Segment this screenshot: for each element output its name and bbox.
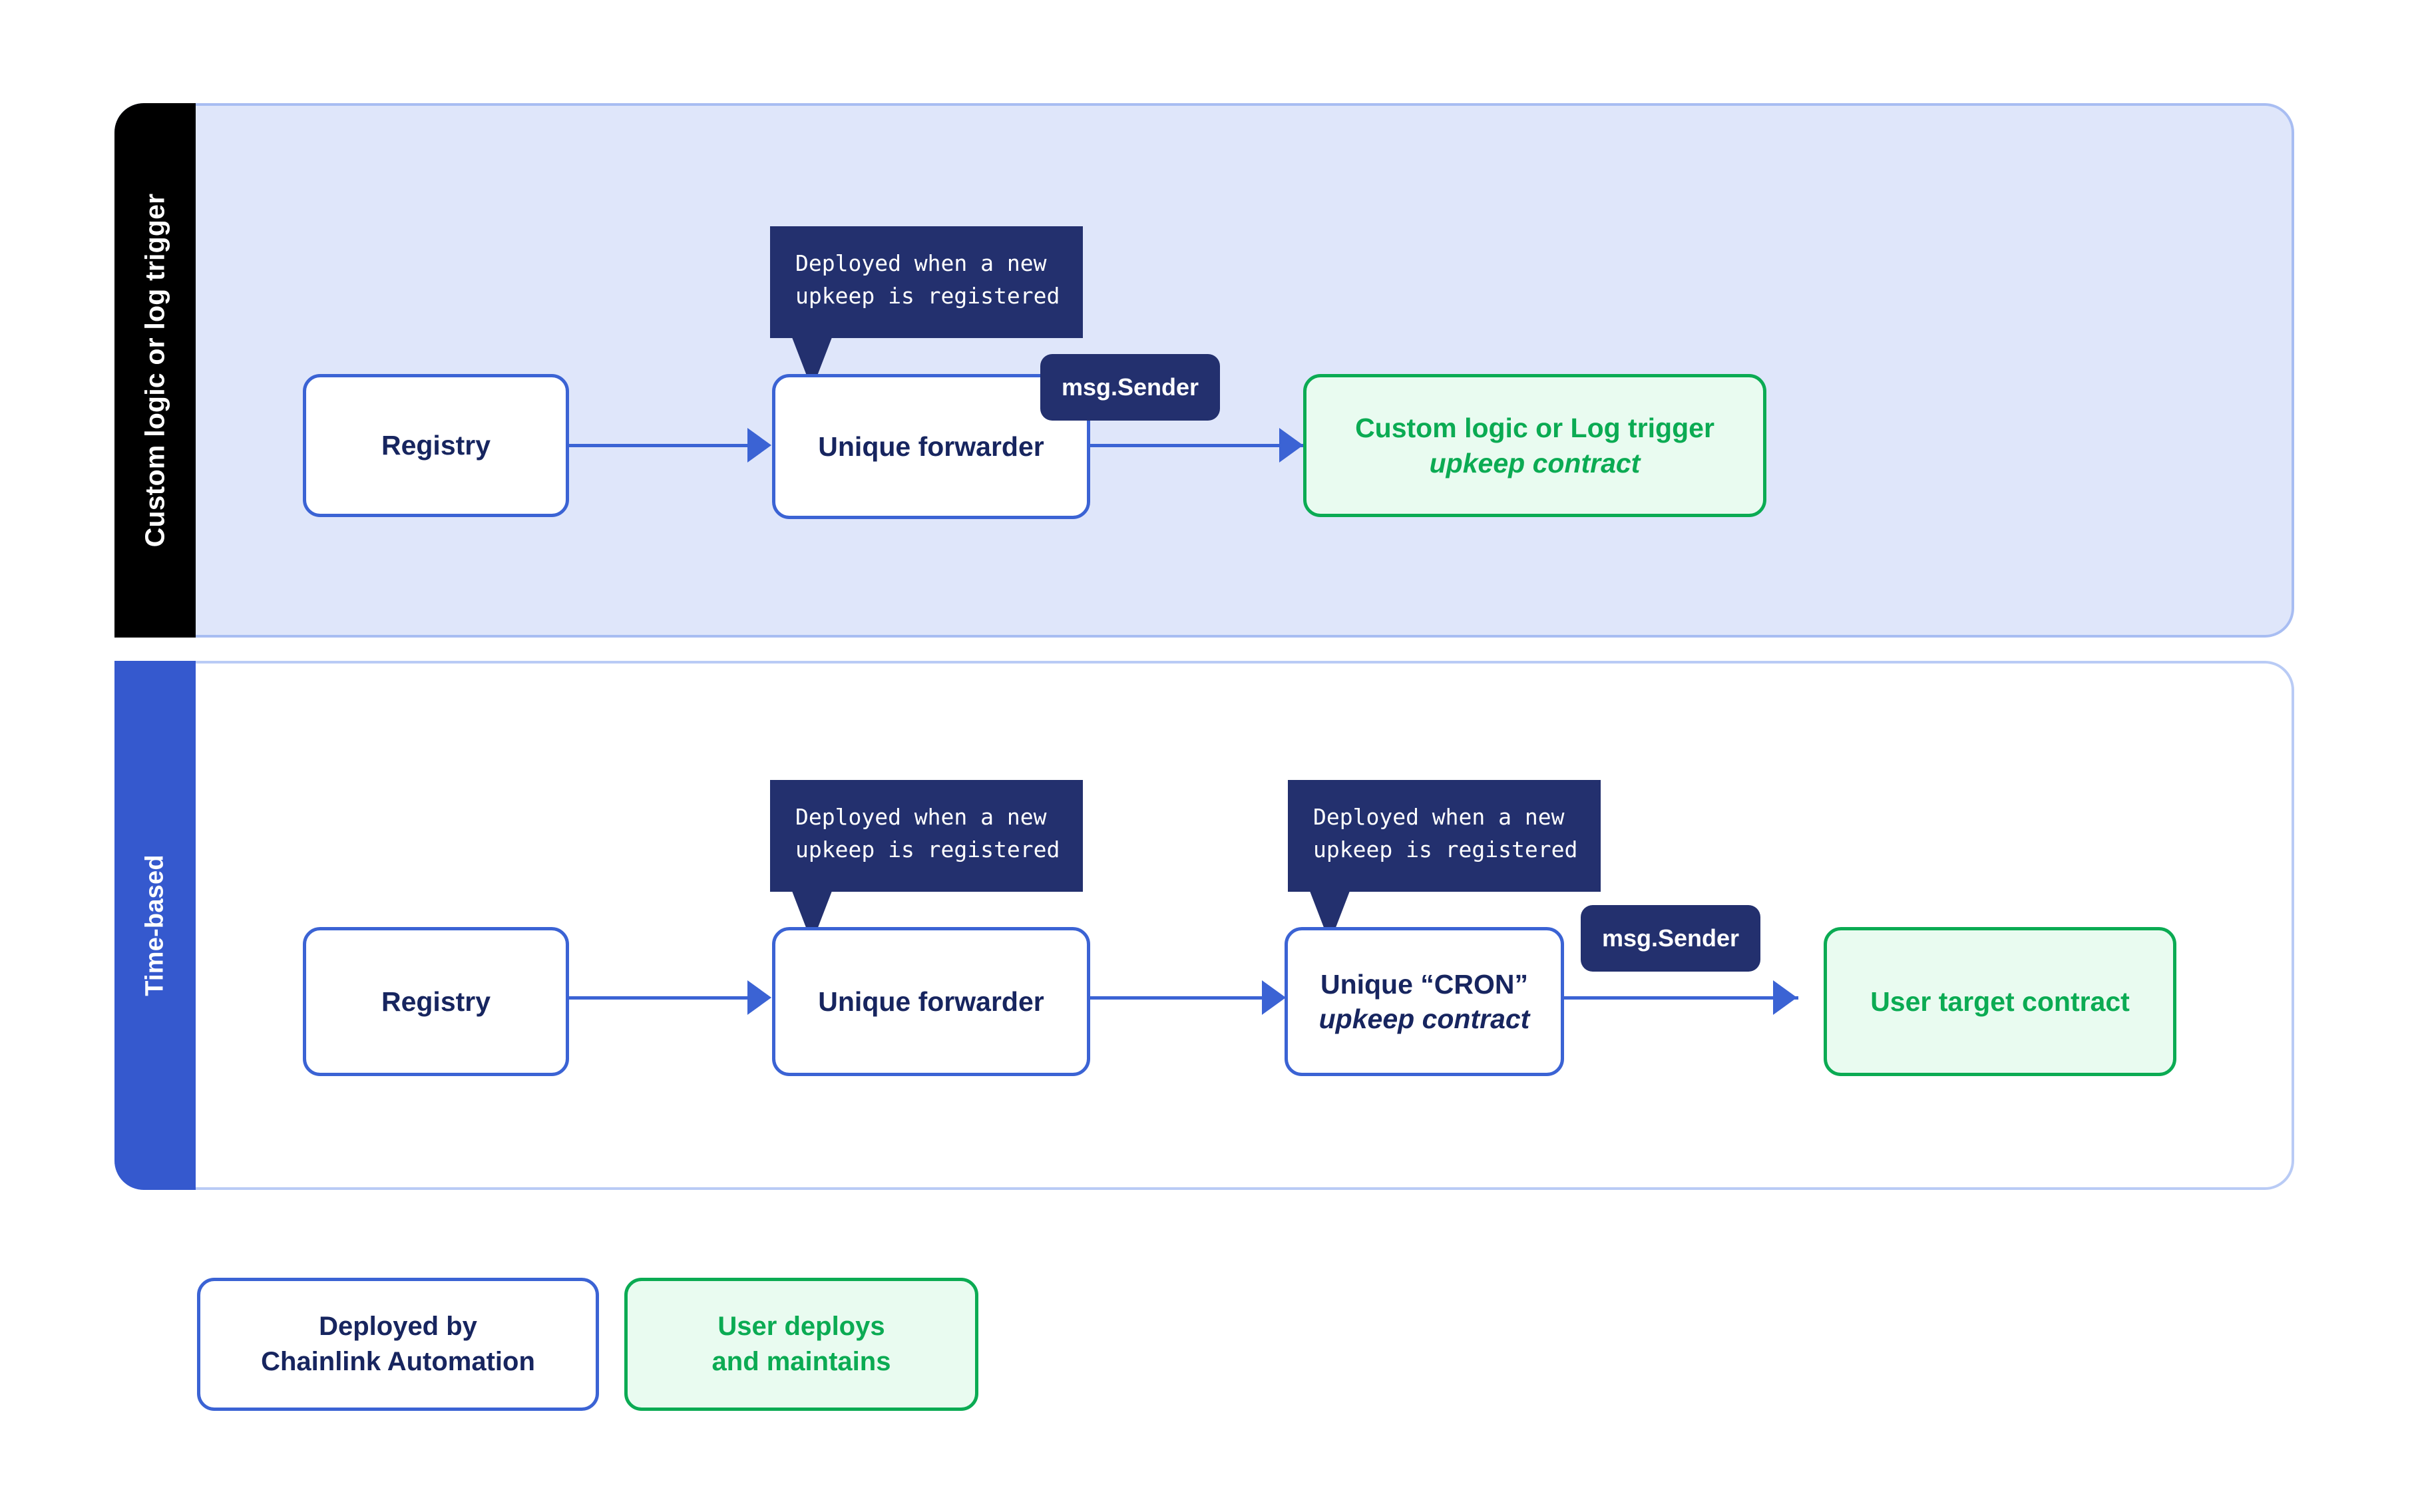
arrow-registry-to-forwarder-row1 <box>569 444 749 447</box>
arrow-head-registry-to-forwarder-row2 <box>747 980 771 1015</box>
legend-user-deploys-line1: User deploys <box>717 1312 885 1342</box>
arrow-forwarder-to-upkeep-row1 <box>1090 444 1305 447</box>
pill-msg-sender-row2-label: msg.Sender <box>1601 924 1740 952</box>
callout-deployed-row1-forwarder: Deployed when a new upkeep is registered <box>770 226 1083 338</box>
arrow-registry-to-forwarder-row2 <box>569 996 749 1000</box>
legend-item-user-deploys-and-maintains: User deploys and maintains <box>624 1278 978 1411</box>
lane-bar-custom-logic: Custom logic or log trigger <box>114 103 196 638</box>
node-cron-upkeep-contract-row2[interactable]: Unique “CRON” upkeep contract <box>1285 927 1564 1076</box>
node-unique-forwarder-row1[interactable]: Unique forwarder <box>772 374 1090 519</box>
callout-deployed-row2-forwarder-line1: Deployed when a new <box>795 804 1047 830</box>
node-unique-forwarder-row1-label: Unique forwarder <box>818 431 1044 462</box>
arrow-cron-to-target-row2 <box>1564 996 1798 1000</box>
callout-deployed-row2-forwarder-line2: upkeep is registered <box>795 836 1060 862</box>
node-upkeep-contract-row1-line2: upkeep contract <box>1429 447 1641 478</box>
legend-deployed-by-line2: Chainlink Automation <box>261 1347 535 1376</box>
legend-deployed-by-line1: Deployed by <box>319 1312 477 1342</box>
arrow-head-cron-to-target-row2 <box>1773 980 1797 1015</box>
node-upkeep-contract-row1[interactable]: Custom logic or Log trigger upkeep contr… <box>1303 374 1766 517</box>
arrow-head-registry-to-forwarder-row1 <box>747 428 771 463</box>
node-user-target-contract-row2[interactable]: User target contract <box>1824 927 2176 1076</box>
node-unique-forwarder-row2[interactable]: Unique forwarder <box>772 927 1090 1076</box>
node-registry-row1-label: Registry <box>381 430 491 461</box>
pill-msg-sender-row1: msg.Sender <box>1040 354 1220 421</box>
callout-deployed-row1-forwarder-line1: Deployed when a new <box>795 250 1047 276</box>
callout-deployed-row1-forwarder-line2: upkeep is registered <box>795 282 1060 309</box>
node-registry-row2[interactable]: Registry <box>303 927 569 1076</box>
callout-deployed-row2-cron-line2: upkeep is registered <box>1313 836 1578 862</box>
legend-item-deployed-by-chainlink-automation: Deployed by Chainlink Automation <box>197 1278 599 1411</box>
pill-msg-sender-row2: msg.Sender <box>1581 905 1760 972</box>
arrow-head-forwarder-to-upkeep-row1 <box>1279 428 1303 463</box>
node-registry-row2-label: Registry <box>381 986 491 1017</box>
swimlane-panel-time-based <box>114 661 2294 1190</box>
node-cron-upkeep-contract-row2-line2: upkeep contract <box>1318 1004 1530 1034</box>
node-user-target-contract-row2-label: User target contract <box>1870 986 2130 1017</box>
lane-bar-time-based: Time-based <box>114 661 196 1190</box>
legend-user-deploys-line2: and maintains <box>711 1347 891 1376</box>
callout-deployed-row2-cron-line1: Deployed when a new <box>1313 804 1565 830</box>
callout-deployed-row2-cron: Deployed when a new upkeep is registered <box>1288 780 1601 892</box>
callout-deployed-row2-forwarder: Deployed when a new upkeep is registered <box>770 780 1083 892</box>
pill-msg-sender-row1-label: msg.Sender <box>1061 373 1199 401</box>
lane-label-custom-logic: Custom logic or log trigger <box>139 193 170 548</box>
node-unique-forwarder-row2-label: Unique forwarder <box>818 986 1044 1017</box>
arrow-forwarder-to-cron-row2 <box>1090 996 1263 1000</box>
lane-label-time-based: Time-based <box>140 854 169 996</box>
node-cron-upkeep-contract-row2-line1: Unique “CRON” <box>1320 968 1529 1000</box>
arrow-head-forwarder-to-cron-row2 <box>1262 980 1286 1015</box>
node-upkeep-contract-row1-line1: Custom logic or Log trigger <box>1355 413 1714 444</box>
node-registry-row1[interactable]: Registry <box>303 374 569 517</box>
